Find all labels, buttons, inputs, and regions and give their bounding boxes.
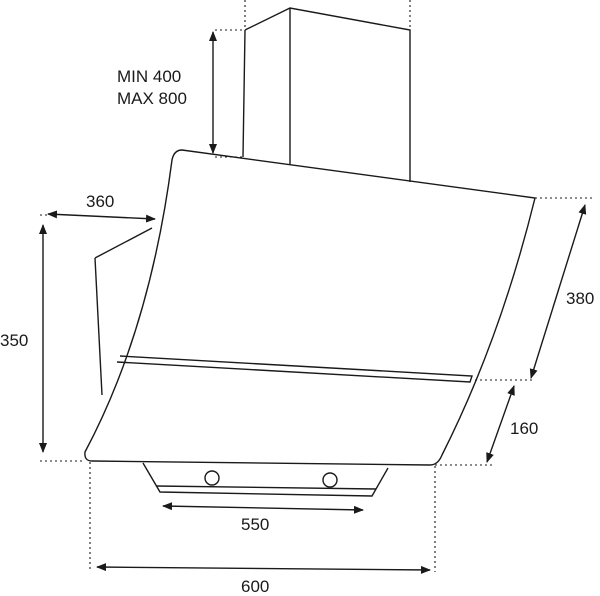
dim-blower-width	[162, 502, 364, 514]
light-icon	[204, 470, 220, 486]
label-panel-lower: 160	[510, 419, 538, 438]
dim-panel-upper	[529, 204, 587, 379]
chimney	[215, 0, 411, 182]
blower-unit	[142, 462, 389, 497]
dim-panel-lower	[486, 385, 515, 463]
dim-depth	[47, 210, 156, 223]
label-depth: 360	[86, 192, 114, 211]
label-panel-upper: 380	[566, 289, 594, 308]
control-strip	[116, 355, 473, 383]
dim-total-width	[96, 563, 431, 574]
light-icon	[322, 472, 338, 488]
glass-panel	[84, 149, 536, 466]
label-blower-width: 550	[241, 515, 269, 534]
label-chimney-min: MIN 400	[117, 67, 181, 86]
label-side-height: 350	[0, 331, 28, 350]
label-chimney-max: MAX 800	[117, 89, 187, 108]
side-bracket	[94, 227, 153, 396]
label-total-width: 600	[241, 577, 269, 596]
